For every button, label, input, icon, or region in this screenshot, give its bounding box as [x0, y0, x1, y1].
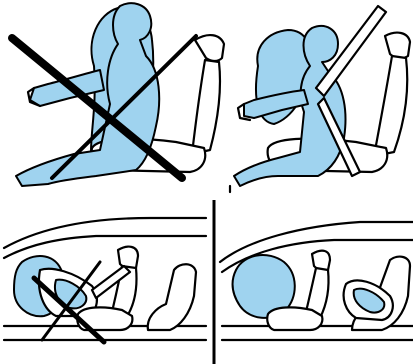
panel-bottom-left: [4, 218, 206, 342]
panel-top-right: [230, 6, 410, 192]
panel-top-left: [12, 3, 224, 186]
panel-bottom-right: [220, 222, 413, 340]
